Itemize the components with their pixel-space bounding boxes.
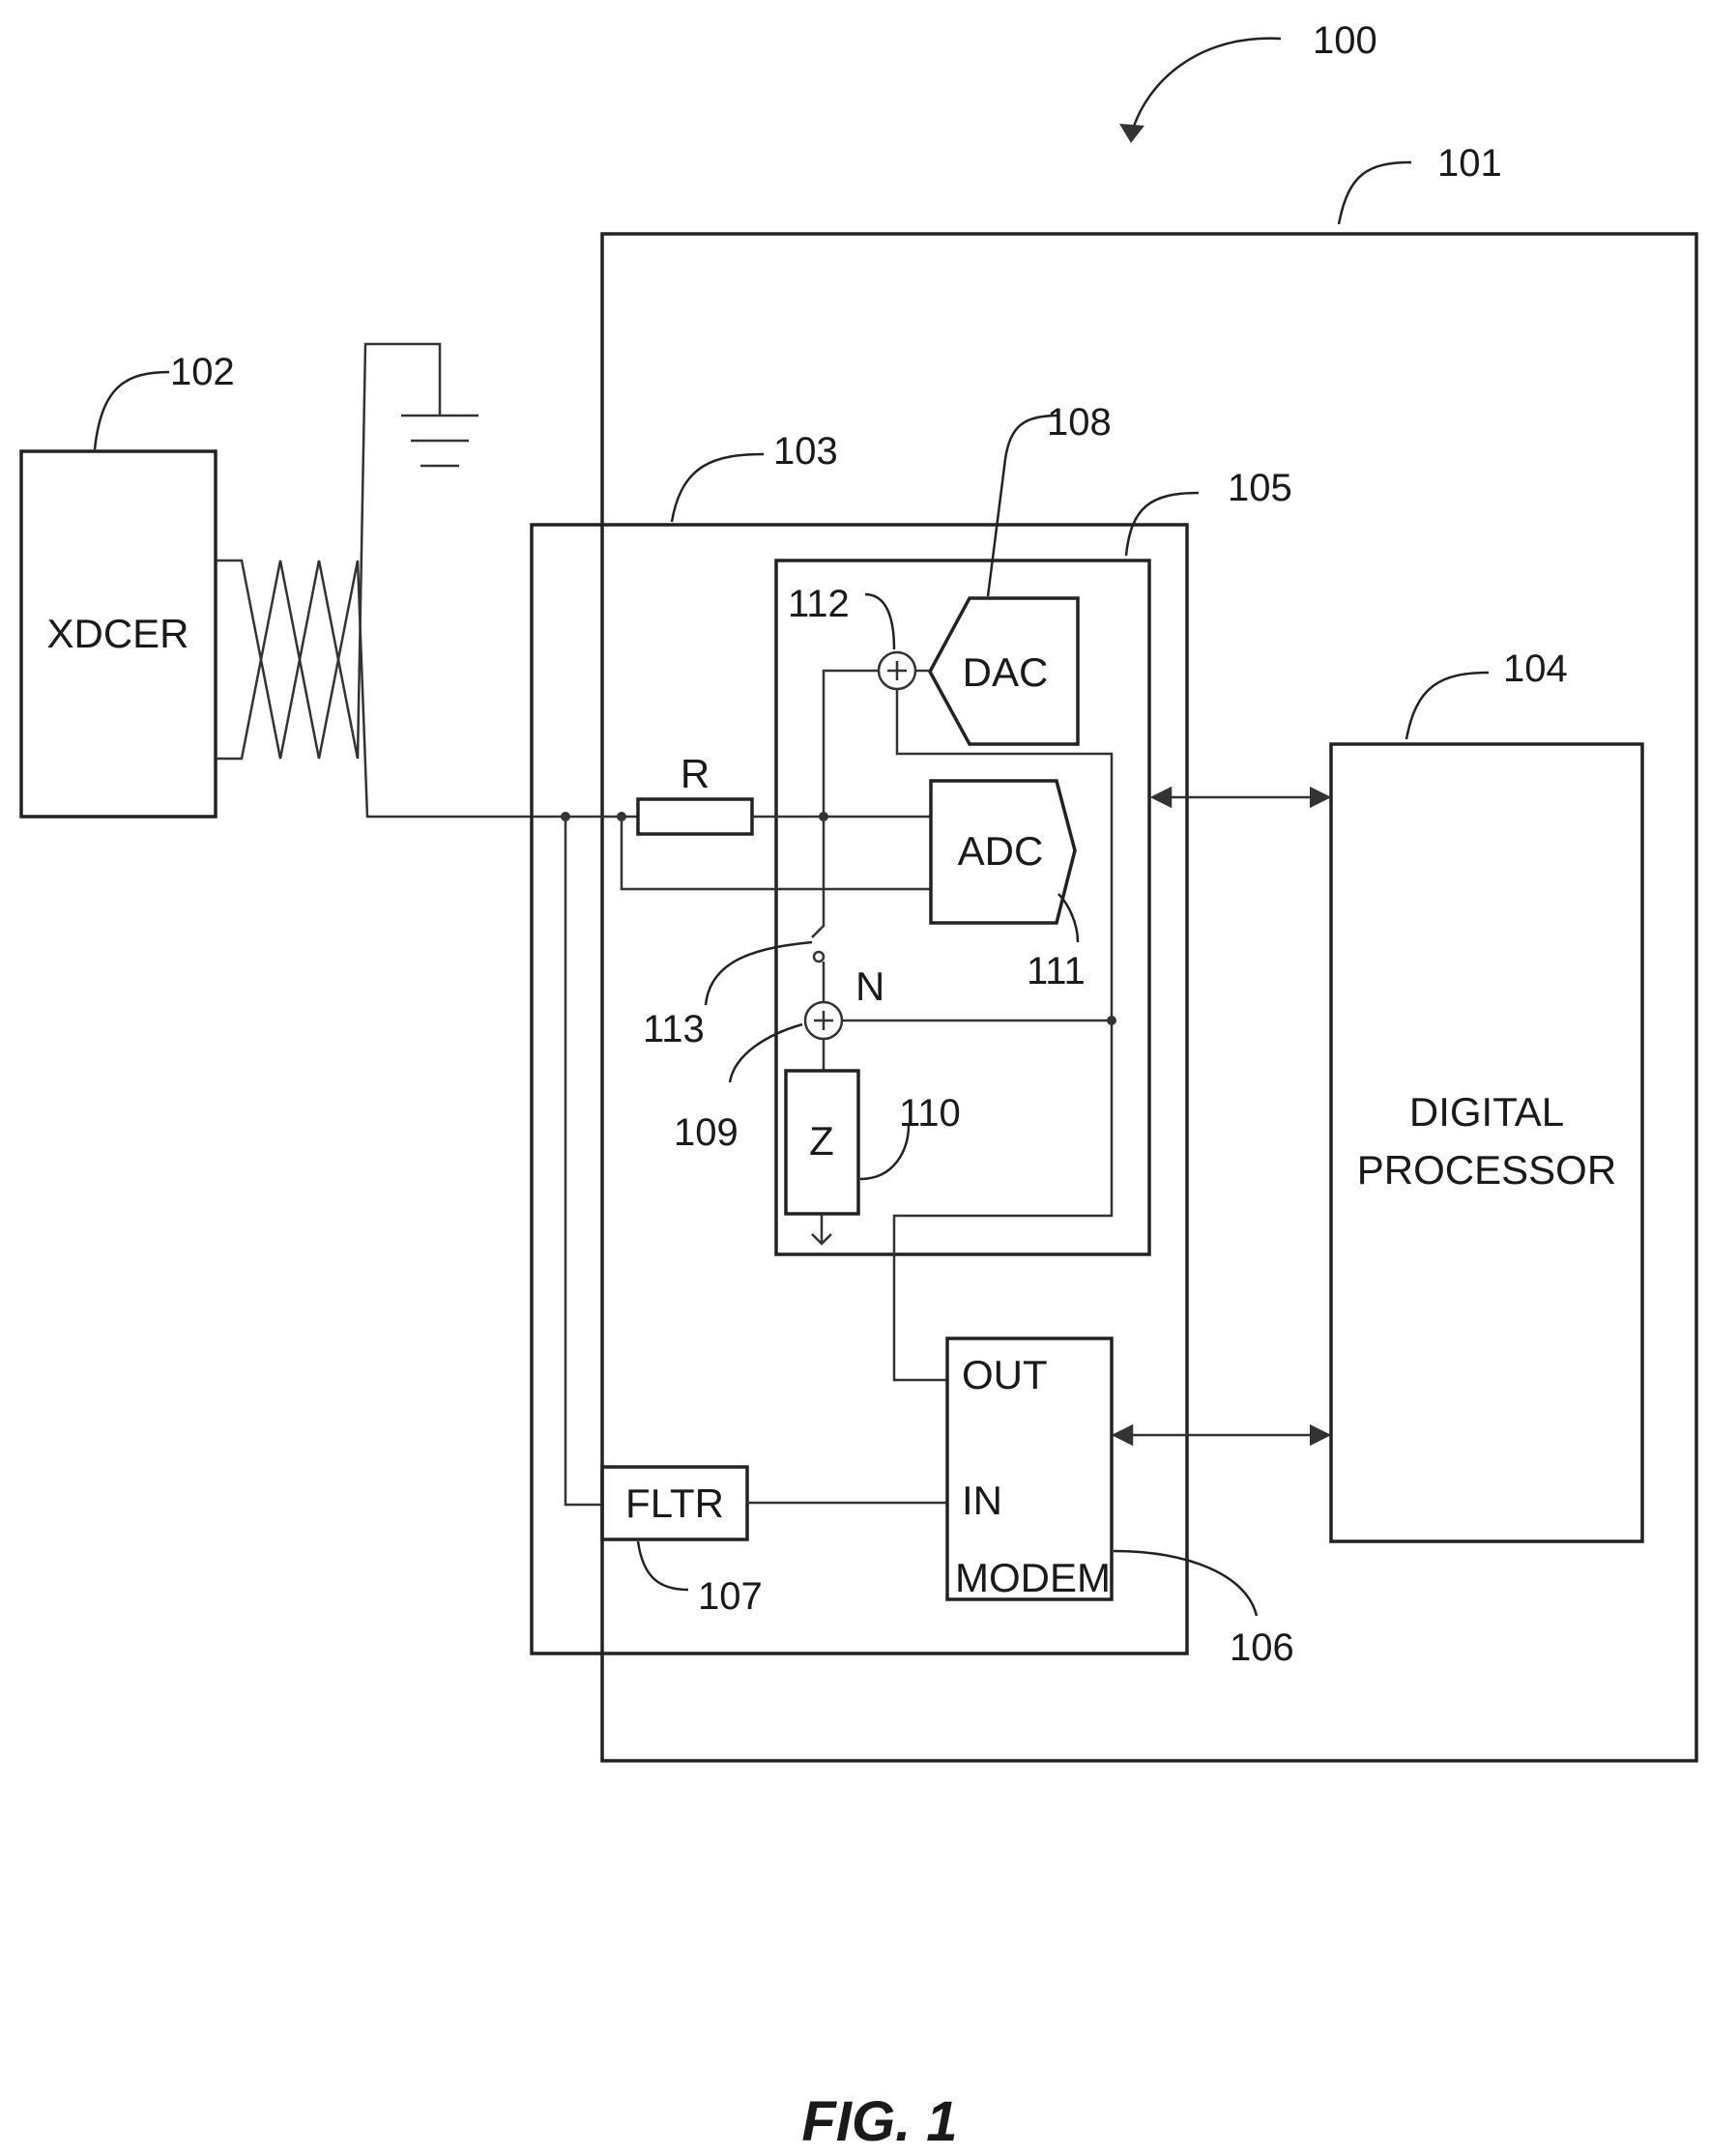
- ref-103: 103: [773, 430, 838, 473]
- impedance-ground-icon: [812, 1214, 831, 1244]
- frontend-to-modem-wire: [894, 1021, 1112, 1380]
- line-to-filter-wire: [565, 817, 602, 1505]
- ref-107: 107: [698, 1575, 763, 1618]
- figure-caption: FIG. 1: [801, 2090, 957, 2153]
- system-leader-arrow: [1131, 39, 1281, 135]
- summer-112-leader: [865, 594, 894, 649]
- summer-to-switch-wire: [812, 671, 879, 937]
- board-leader: [672, 454, 764, 522]
- ref-108: 108: [1047, 401, 1112, 444]
- noise-node-label: N: [855, 963, 884, 1009]
- switch-113-contact: [814, 952, 824, 962]
- filter-leader: [638, 1541, 688, 1590]
- resistor-r: [638, 799, 752, 834]
- ref-110: 110: [899, 1092, 961, 1135]
- summer-109-leader: [730, 1024, 802, 1082]
- processor-leader: [1406, 673, 1489, 739]
- modem-leader: [1114, 1551, 1257, 1616]
- ref-111: 111: [1027, 950, 1086, 992]
- ref-109: 109: [674, 1111, 739, 1154]
- transducer-label: XDCER: [46, 611, 188, 656]
- housing-leader: [1339, 162, 1411, 224]
- ref-106: 106: [1230, 1626, 1294, 1669]
- modem-in-label: IN: [962, 1478, 1002, 1523]
- ref-100: 100: [1313, 19, 1377, 62]
- impedance-label: Z: [809, 1118, 834, 1164]
- ref-101: 101: [1437, 142, 1502, 185]
- processor-box: [1331, 744, 1642, 1541]
- twisted-pair-cable: [216, 344, 565, 817]
- dac-label: DAC: [963, 649, 1049, 695]
- system-leader-arrowhead: [1119, 124, 1144, 143]
- transducer-leader: [95, 372, 169, 449]
- modem-name-label: MODEM: [955, 1555, 1111, 1600]
- adc-label: ADC: [958, 828, 1044, 874]
- ref-112: 112: [788, 583, 850, 625]
- modem-out-label: OUT: [962, 1352, 1048, 1397]
- switch-113-leader: [706, 942, 812, 1005]
- processor-label-line1: DIGITAL: [1409, 1089, 1564, 1135]
- ref-105: 105: [1228, 467, 1292, 509]
- processor-label-line2: PROCESSOR: [1357, 1147, 1616, 1193]
- filter-label: FLTR: [625, 1480, 724, 1526]
- resistor-label: R: [681, 751, 710, 796]
- ref-104: 104: [1503, 647, 1568, 690]
- ref-113: 113: [643, 1008, 705, 1050]
- ref-102: 102: [170, 351, 235, 393]
- ground-icon: [401, 416, 478, 466]
- system-label-group: 100: [1119, 19, 1377, 143]
